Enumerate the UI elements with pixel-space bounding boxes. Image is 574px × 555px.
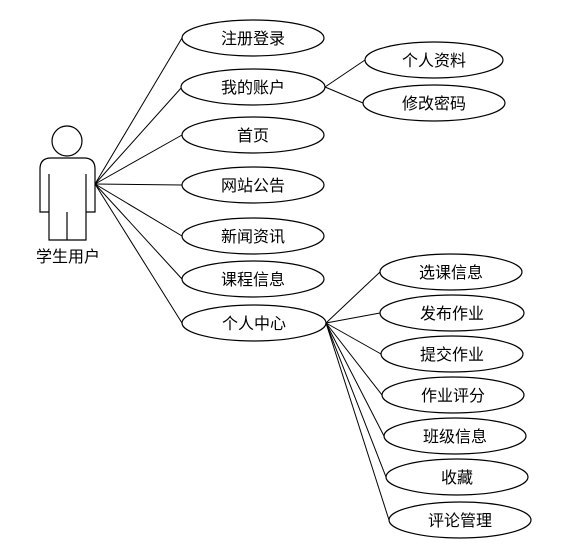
edge-actor-my-account	[94, 86, 183, 185]
use-case-change-password: 修改密码	[402, 94, 466, 113]
use-case-news-shape	[181, 217, 325, 255]
use-case-comment-management-shape	[388, 501, 532, 539]
actor-figure	[39, 125, 96, 241]
use-case-homework-grading-shape	[381, 376, 525, 414]
use-case-course-selection-shape	[379, 253, 523, 291]
use-case-homework-grading: 作业评分	[421, 386, 485, 405]
use-case-personal-info-shape	[364, 41, 504, 79]
actor-label: 学生用户	[36, 247, 100, 266]
use-case-favorites: 收藏	[441, 468, 473, 487]
edge-account-personal-info	[324, 59, 366, 88]
edge-actor-course-info	[94, 183, 183, 280]
use-case-personal-center: 个人中心	[222, 314, 286, 333]
use-case-news: 新闻资讯	[221, 227, 285, 246]
edge-center-course-selection	[325, 271, 381, 324]
use-case-labels: 注册登录 我的账户 个人资料 修改密码 首页 网站公告 新闻资讯 课程信息 个人…	[221, 29, 492, 530]
connectors	[94, 37, 390, 521]
use-case-my-account: 我的账户	[221, 78, 285, 97]
edge-account-change-password	[324, 86, 364, 104]
use-case-personal-info: 个人资料	[402, 51, 466, 70]
use-case-my-account-shape	[180, 68, 326, 106]
use-case-home: 首页	[237, 126, 269, 145]
actor-head	[51, 125, 83, 157]
edge-center-homework-grading	[325, 322, 383, 396]
use-case-change-password-shape	[362, 84, 506, 122]
use-case-home-shape	[181, 116, 325, 154]
use-case-register-login-shape	[181, 19, 325, 57]
edge-center-favorites	[325, 322, 387, 478]
use-case-shapes	[180, 19, 532, 539]
edge-center-class-info	[325, 322, 385, 437]
use-case-course-info-shape	[181, 260, 325, 298]
use-case-publish-homework-shape	[379, 294, 525, 332]
use-case-favorites-shape	[385, 458, 529, 496]
use-case-publish-homework: 发布作业	[420, 304, 484, 323]
use-case-submit-homework-shape	[380, 335, 524, 373]
use-case-site-notice-shape	[181, 166, 325, 204]
edge-center-publish-homework	[325, 312, 381, 324]
actor-body	[39, 157, 96, 241]
edge-actor-personal-center	[94, 183, 183, 324]
use-case-register-login: 注册登录	[221, 29, 285, 48]
use-case-class-info-shape	[383, 417, 527, 455]
use-case-course-info: 课程信息	[221, 270, 285, 289]
edge-actor-news	[94, 183, 183, 237]
use-case-personal-center-shape	[181, 304, 327, 342]
edge-center-comment-management	[325, 322, 390, 521]
use-case-site-notice: 网站公告	[221, 176, 285, 195]
use-case-submit-homework: 提交作业	[420, 345, 484, 364]
edge-actor-site-notice	[94, 183, 183, 186]
use-case-comment-management: 评论管理	[428, 511, 492, 530]
edge-center-submit-homework	[325, 322, 382, 355]
edge-actor-register-login	[94, 37, 183, 185]
use-case-class-info: 班级信息	[423, 427, 487, 446]
use-case-course-selection: 选课信息	[419, 263, 483, 282]
edge-actor-home	[94, 134, 183, 185]
